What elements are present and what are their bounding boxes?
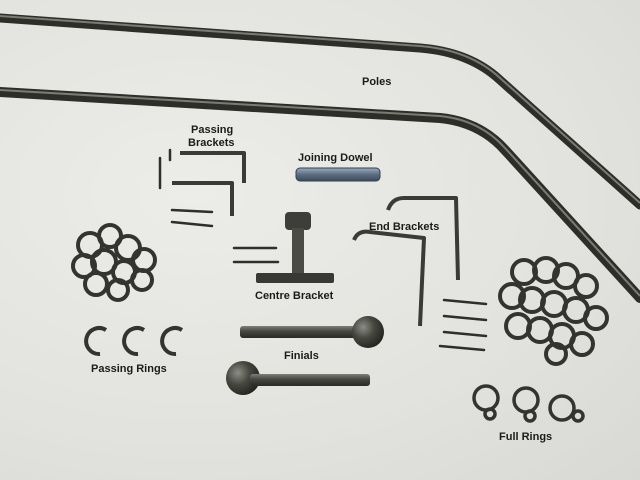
label-passing-brackets-2: Brackets	[188, 137, 235, 149]
label-joining-dowel: Joining Dowel	[298, 152, 373, 164]
curtain-pole-bottom	[0, 87, 640, 303]
curtain-pole-top	[0, 13, 640, 210]
label-poles: Poles	[362, 76, 392, 88]
finial-right	[240, 316, 384, 348]
joining-dowel	[295, 167, 381, 182]
screw-set-small	[158, 148, 214, 228]
screw-set-end	[438, 298, 488, 352]
label-finials: Finials	[284, 350, 319, 362]
finial-left	[226, 361, 370, 395]
passing-bracket	[172, 151, 246, 216]
screw-set-centre	[232, 246, 280, 264]
label-full-rings: Full Rings	[499, 431, 553, 443]
full-rings-pile	[498, 256, 609, 366]
passing-ring	[84, 326, 184, 357]
end-bracket	[352, 196, 460, 327]
label-centre-bracket: Centre Bracket	[255, 290, 334, 302]
label-end-brackets: End Brackets	[369, 221, 440, 233]
label-passing-brackets-1: Passing	[191, 124, 234, 136]
label-passing-rings: Passing Rings	[91, 363, 167, 375]
centre-bracket	[256, 212, 334, 283]
passing-rings-pile	[71, 223, 157, 302]
full-ring	[472, 384, 585, 423]
